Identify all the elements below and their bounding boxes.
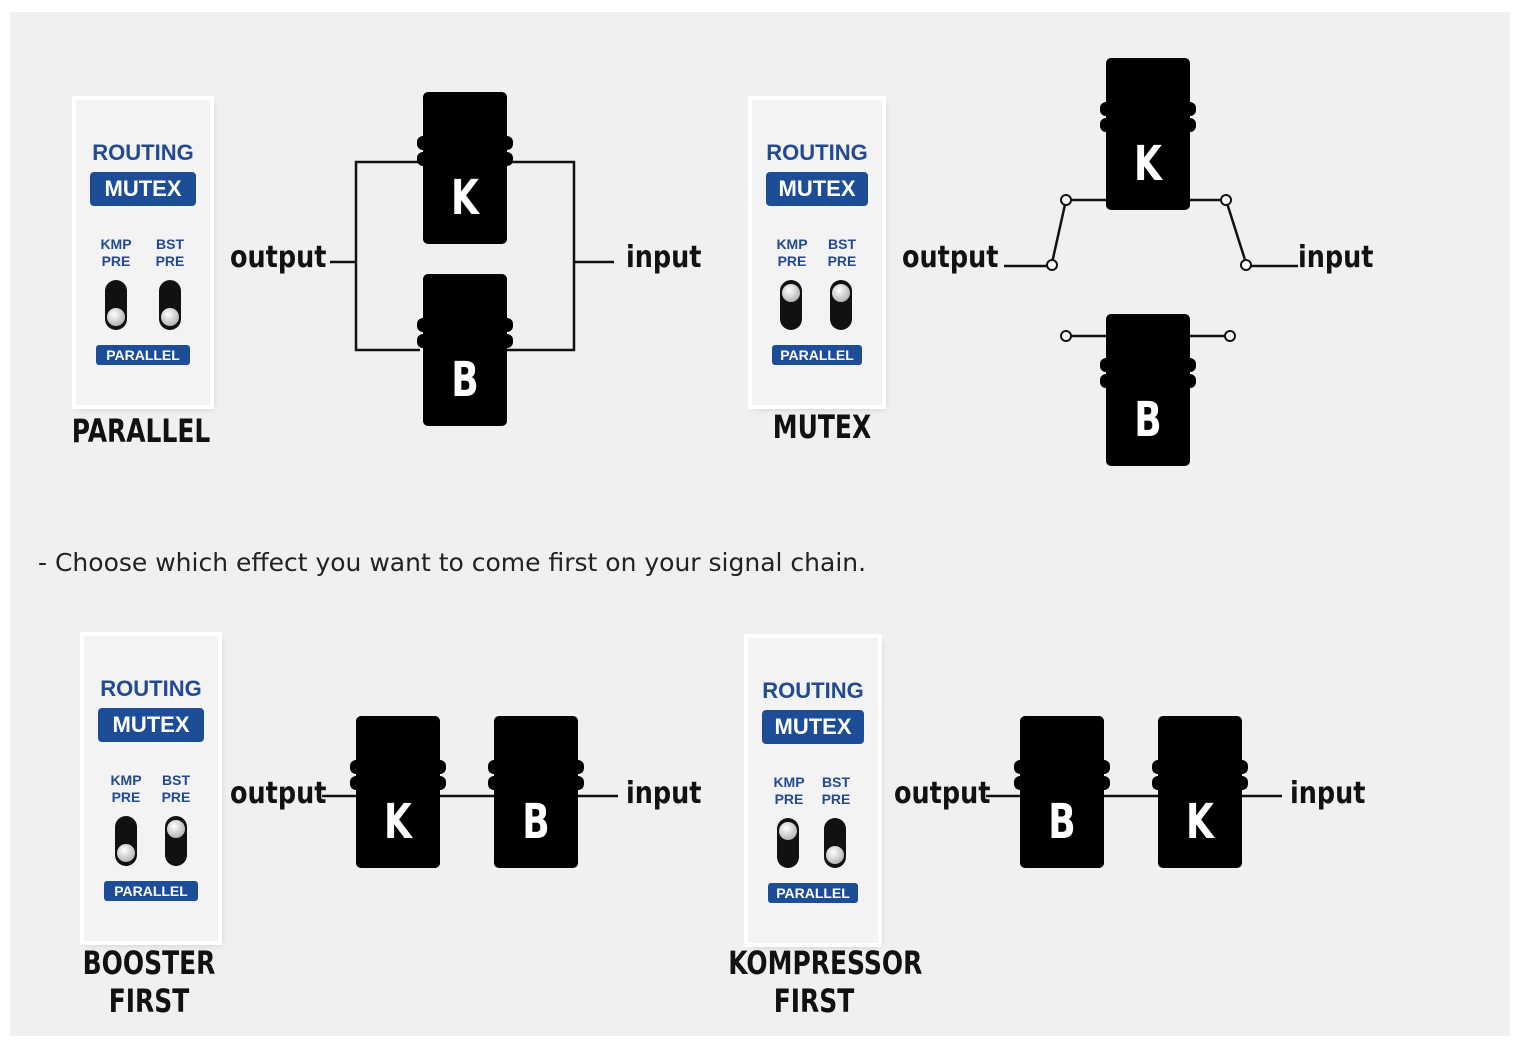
routing-title: ROUTING xyxy=(100,676,202,701)
switch-node xyxy=(1220,194,1232,206)
mutex-badge: MUTEX xyxy=(766,172,868,206)
parallel-badge: PARALLEL xyxy=(768,883,858,903)
routing-title: ROUTING xyxy=(766,140,868,165)
wire-parallel-right xyxy=(506,160,576,352)
pedal-k: K xyxy=(1152,716,1248,868)
input-label: input xyxy=(1298,240,1374,275)
switch-node xyxy=(1224,330,1236,342)
bst-pre-switch[interactable] xyxy=(824,818,846,868)
output-label: output xyxy=(894,776,991,811)
switch-node xyxy=(1046,259,1058,271)
input-label: input xyxy=(1290,776,1366,811)
pedal-letter: B xyxy=(1134,392,1162,448)
bst-pre-switch[interactable] xyxy=(159,280,181,330)
mutex-badge: MUTEX xyxy=(98,708,204,742)
wire-parallel-left xyxy=(354,160,420,352)
pedal-letter: K xyxy=(384,794,412,850)
mode-label: MUTEX xyxy=(772,408,872,446)
switch-node xyxy=(1060,330,1072,342)
mode-label: PARALLEL xyxy=(71,412,211,450)
pedal-letter: B xyxy=(522,794,550,850)
mutex-badge: MUTEX xyxy=(762,710,864,744)
pedal-k: K xyxy=(1100,58,1196,210)
routing-title: ROUTING xyxy=(762,678,864,703)
parallel-badge: PARALLEL xyxy=(104,881,198,901)
kmp-pre-switch[interactable] xyxy=(105,280,127,330)
pedal-b: B xyxy=(488,716,584,868)
switch-node xyxy=(1240,259,1252,271)
pedal-k: K xyxy=(350,716,446,868)
kmp-pre-switch[interactable] xyxy=(780,280,802,330)
pedal-letter: K xyxy=(451,170,479,226)
parallel-badge: PARALLEL xyxy=(96,345,190,365)
pedal-letter: B xyxy=(1048,794,1076,850)
wire-mutex-right-arm xyxy=(1224,199,1248,264)
kmp-pre-switch[interactable] xyxy=(115,816,137,866)
output-label: output xyxy=(230,776,327,811)
pedal-b: B xyxy=(1100,314,1196,466)
switch-node xyxy=(1060,194,1072,206)
pedal-b: B xyxy=(417,274,513,426)
bst-pre-switch[interactable] xyxy=(165,816,187,866)
pedal-letter: K xyxy=(1134,136,1162,192)
pedal-letter: K xyxy=(1186,794,1214,850)
parallel-badge: PARALLEL xyxy=(772,345,862,365)
input-label: input xyxy=(626,240,702,275)
kmp-pre-switch[interactable] xyxy=(777,818,799,868)
output-label: output xyxy=(902,240,999,275)
input-label: input xyxy=(626,776,702,811)
pedal-letter: B xyxy=(451,352,479,408)
output-label: output xyxy=(230,240,327,275)
bst-pre-switch[interactable] xyxy=(830,280,852,330)
pedal-b: B xyxy=(1014,716,1110,868)
pedal-k: K xyxy=(417,92,513,244)
instruction-caption: - Choose which effect you want to come f… xyxy=(38,548,867,577)
wire-mutex-left-arm xyxy=(1050,199,1068,264)
routing-title: ROUTING xyxy=(92,140,194,165)
mutex-badge: MUTEX xyxy=(90,172,196,206)
